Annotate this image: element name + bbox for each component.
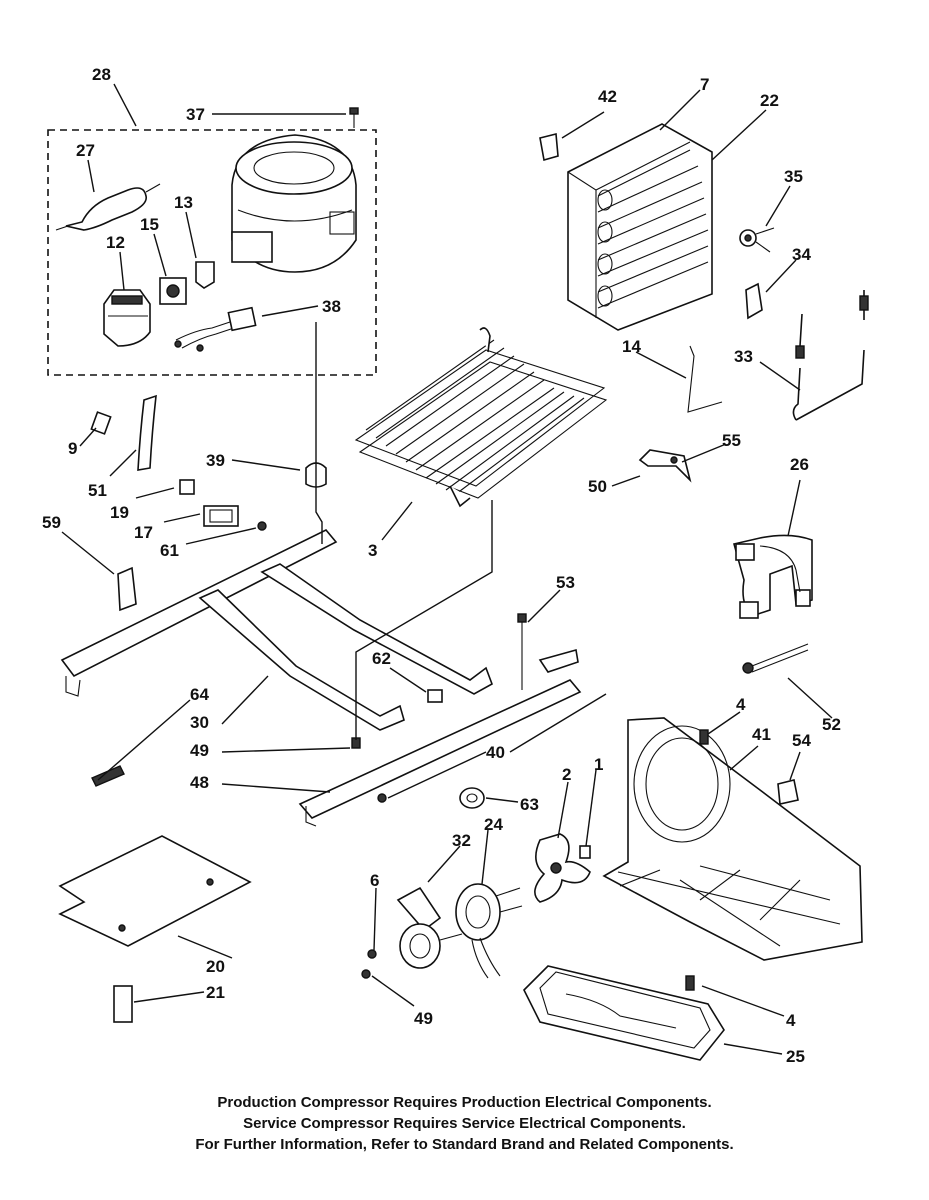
callout-22: 22 bbox=[760, 91, 779, 110]
exploded-parts-diagram: 28 37 27 13 15 12 38 9 51 39 19 17 61 59… bbox=[42, 65, 869, 1066]
callout-13: 13 bbox=[174, 193, 193, 212]
discharge-tube-line bbox=[355, 500, 493, 740]
callout-25: 25 bbox=[786, 1047, 805, 1066]
callout-53: 53 bbox=[556, 573, 575, 592]
callout-64: 64 bbox=[190, 685, 209, 704]
condenser-fan-shroud-bracket bbox=[602, 717, 863, 961]
evaporator-clip bbox=[539, 132, 559, 162]
defrost-thermostat bbox=[739, 227, 775, 253]
compressor-kit-box bbox=[47, 129, 377, 376]
callout-40: 40 bbox=[486, 743, 505, 762]
bumper-54 bbox=[777, 779, 799, 805]
note-further-information: For Further Information, Refer to Standa… bbox=[195, 1136, 734, 1153]
diagram-notes: Production Compressor Requires Productio… bbox=[0, 1092, 929, 1155]
spring-64 bbox=[91, 765, 125, 787]
screw-4-top bbox=[699, 729, 709, 745]
callout-51: 51 bbox=[88, 481, 107, 500]
clip-59 bbox=[117, 566, 137, 612]
callout-32: 32 bbox=[452, 831, 471, 850]
nut-63 bbox=[459, 787, 485, 809]
nut-62 bbox=[427, 689, 443, 703]
callout-14: 14 bbox=[622, 337, 641, 356]
condenser-coil bbox=[354, 327, 608, 508]
thermostat-bracket bbox=[745, 282, 763, 320]
note-production-compressor: Production Compressor Requires Productio… bbox=[217, 1094, 712, 1111]
callout-12: 12 bbox=[106, 233, 125, 252]
callout-7: 7 bbox=[700, 75, 709, 94]
callout-41: 41 bbox=[752, 725, 771, 744]
condenser-fan-motor bbox=[455, 883, 523, 979]
callout-33: 33 bbox=[734, 347, 753, 366]
drain-heater-bracket bbox=[638, 449, 692, 483]
drain-tube-51 bbox=[137, 394, 157, 471]
callout-61: 61 bbox=[160, 541, 179, 560]
callout-26: 26 bbox=[790, 455, 809, 474]
callout-38: 38 bbox=[322, 297, 341, 316]
callout-52: 52 bbox=[822, 715, 841, 734]
callout-62: 62 bbox=[372, 649, 391, 668]
filter-drier bbox=[55, 183, 161, 231]
callout-30: 30 bbox=[190, 713, 209, 732]
callout-28: 28 bbox=[92, 65, 111, 84]
compressor-wiring-assembly bbox=[733, 534, 813, 619]
fan-motor-connector-17 bbox=[203, 505, 239, 527]
overload-protector bbox=[159, 277, 187, 305]
callout-39: 39 bbox=[206, 451, 225, 470]
callout-9: 9 bbox=[68, 439, 77, 458]
relay-cover-clip bbox=[195, 261, 215, 289]
bolt-53 bbox=[517, 613, 527, 690]
screw-40 bbox=[377, 793, 387, 803]
bolt-37 bbox=[349, 107, 359, 128]
callout-21: 21 bbox=[206, 983, 225, 1002]
callout-4-bottom: 4 bbox=[786, 1011, 796, 1030]
callout-17: 17 bbox=[134, 523, 153, 542]
screw-4-bottom bbox=[685, 975, 695, 991]
callout-27: 27 bbox=[76, 141, 95, 160]
callout-37: 37 bbox=[186, 105, 205, 124]
callout-24: 24 bbox=[484, 815, 503, 834]
evaporator-support-rod bbox=[687, 345, 723, 413]
callout-63: 63 bbox=[520, 795, 539, 814]
long-screw-52 bbox=[742, 643, 809, 674]
spring-21 bbox=[113, 985, 133, 1023]
callout-48: 48 bbox=[190, 773, 209, 792]
front-rail bbox=[298, 648, 582, 827]
defrost-heater-tube bbox=[792, 290, 869, 421]
callout-20: 20 bbox=[206, 957, 225, 976]
motor-bracket-32 bbox=[396, 886, 463, 969]
callout-4-top: 4 bbox=[736, 695, 746, 714]
capacitor-19 bbox=[179, 479, 195, 495]
compressor-base-rails bbox=[60, 529, 493, 731]
note-service-compressor: Service Compressor Requires Service Elec… bbox=[243, 1115, 686, 1132]
leader-lines bbox=[61, 83, 833, 1055]
callout-35: 35 bbox=[784, 167, 803, 186]
fan-blade bbox=[534, 833, 591, 903]
callout-49-top: 49 bbox=[190, 741, 209, 760]
compressor-wiring-harness bbox=[174, 306, 257, 352]
callout-15: 15 bbox=[140, 215, 159, 234]
suction-tube-line bbox=[315, 322, 323, 544]
evaporator-coil bbox=[567, 123, 713, 331]
callout-6: 6 bbox=[370, 871, 379, 890]
callout-42: 42 bbox=[598, 87, 617, 106]
callout-59: 59 bbox=[42, 513, 61, 532]
callout-50: 50 bbox=[588, 477, 607, 496]
screw-61 bbox=[257, 521, 267, 531]
start-relay bbox=[103, 289, 151, 347]
screw-49-bottom bbox=[361, 969, 371, 979]
callout-1: 1 bbox=[594, 755, 603, 774]
callout-2: 2 bbox=[562, 765, 571, 784]
callout-54: 54 bbox=[792, 731, 811, 750]
fan-clip-1 bbox=[579, 845, 591, 859]
callout-55: 55 bbox=[722, 431, 741, 450]
screw-6 bbox=[367, 949, 377, 959]
compressor bbox=[231, 134, 357, 273]
insulation-pad bbox=[58, 835, 252, 947]
callout-3: 3 bbox=[368, 541, 377, 560]
drain-pan bbox=[523, 965, 725, 1061]
callout-19: 19 bbox=[110, 503, 129, 522]
callout-34: 34 bbox=[792, 245, 811, 264]
callout-49-bottom: 49 bbox=[414, 1009, 433, 1028]
